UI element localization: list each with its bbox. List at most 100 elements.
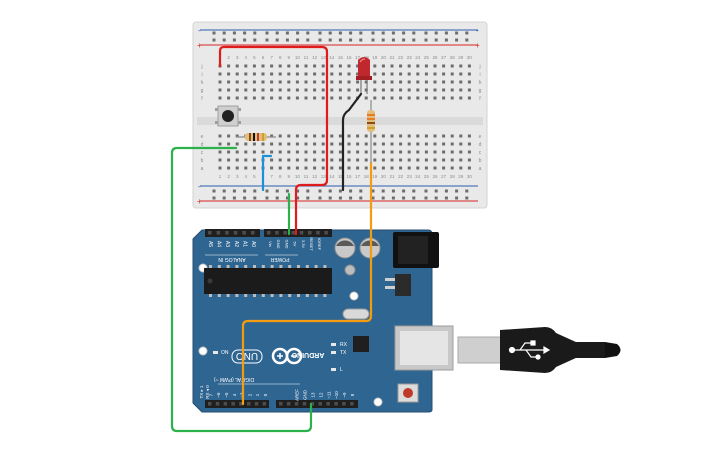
- terminal-hole[interactable]: [313, 72, 317, 76]
- rail-hole[interactable]: [444, 196, 448, 200]
- terminal-hole[interactable]: [227, 150, 231, 154]
- rail-hole[interactable]: [328, 189, 332, 193]
- rail-hole[interactable]: [359, 189, 363, 193]
- terminal-hole[interactable]: [261, 96, 265, 100]
- terminal-hole[interactable]: [424, 96, 428, 100]
- terminal-hole[interactable]: [347, 134, 351, 138]
- terminal-hole[interactable]: [287, 142, 291, 146]
- terminal-hole[interactable]: [356, 64, 360, 68]
- terminal-hole[interactable]: [399, 134, 403, 138]
- terminal-hole[interactable]: [424, 134, 428, 138]
- terminal-hole[interactable]: [364, 158, 368, 162]
- terminal-hole[interactable]: [235, 158, 239, 162]
- header-pin[interactable]: [208, 231, 212, 235]
- rail-hole[interactable]: [412, 196, 416, 200]
- pushbutton-icon[interactable]: [215, 105, 241, 127]
- terminal-hole[interactable]: [330, 72, 334, 76]
- header-pin[interactable]: [254, 402, 259, 406]
- terminal-hole[interactable]: [442, 142, 446, 146]
- header-pin[interactable]: [279, 402, 283, 406]
- terminal-hole[interactable]: [450, 96, 454, 100]
- terminal-hole[interactable]: [356, 134, 360, 138]
- terminal-hole[interactable]: [390, 72, 394, 76]
- rail-hole[interactable]: [212, 196, 216, 200]
- terminal-hole[interactable]: [356, 72, 360, 76]
- terminal-hole[interactable]: [304, 166, 308, 170]
- terminal-hole[interactable]: [261, 88, 265, 92]
- rail-hole[interactable]: [243, 31, 247, 35]
- terminal-hole[interactable]: [381, 64, 385, 68]
- terminal-hole[interactable]: [356, 88, 360, 92]
- rail-hole[interactable]: [424, 38, 428, 42]
- terminal-hole[interactable]: [467, 134, 471, 138]
- terminal-hole[interactable]: [356, 150, 360, 154]
- terminal-hole[interactable]: [270, 166, 274, 170]
- header-pin[interactable]: [225, 231, 229, 235]
- rail-hole[interactable]: [465, 38, 469, 42]
- terminal-hole[interactable]: [304, 88, 308, 92]
- terminal-hole[interactable]: [287, 150, 291, 154]
- header-pin[interactable]: [334, 402, 338, 406]
- terminal-hole[interactable]: [381, 150, 385, 154]
- terminal-hole[interactable]: [295, 158, 299, 162]
- rail-hole[interactable]: [371, 31, 375, 35]
- terminal-hole[interactable]: [330, 88, 334, 92]
- terminal-hole[interactable]: [295, 96, 299, 100]
- terminal-hole[interactable]: [433, 80, 437, 84]
- terminal-hole[interactable]: [459, 150, 463, 154]
- terminal-hole[interactable]: [218, 72, 222, 76]
- rail-hole[interactable]: [391, 31, 395, 35]
- rail-hole[interactable]: [328, 31, 332, 35]
- rail-hole[interactable]: [222, 189, 226, 193]
- terminal-hole[interactable]: [330, 142, 334, 146]
- rail-hole[interactable]: [391, 38, 395, 42]
- rail-hole[interactable]: [338, 189, 342, 193]
- terminal-hole[interactable]: [295, 64, 299, 68]
- terminal-hole[interactable]: [390, 64, 394, 68]
- terminal-hole[interactable]: [252, 64, 256, 68]
- rail-hole[interactable]: [318, 31, 322, 35]
- terminal-hole[interactable]: [399, 88, 403, 92]
- terminal-hole[interactable]: [450, 88, 454, 92]
- terminal-hole[interactable]: [416, 88, 420, 92]
- terminal-hole[interactable]: [390, 88, 394, 92]
- rail-hole[interactable]: [318, 189, 322, 193]
- header-pin[interactable]: [239, 402, 243, 406]
- terminal-hole[interactable]: [399, 158, 403, 162]
- terminal-hole[interactable]: [347, 64, 351, 68]
- rail-hole[interactable]: [285, 31, 289, 35]
- rail-hole[interactable]: [306, 31, 310, 35]
- rail-hole[interactable]: [243, 189, 247, 193]
- terminal-hole[interactable]: [313, 64, 317, 68]
- terminal-hole[interactable]: [347, 150, 351, 154]
- terminal-hole[interactable]: [261, 142, 265, 146]
- rail-hole[interactable]: [253, 31, 257, 35]
- rail-hole[interactable]: [381, 31, 385, 35]
- rail-hole[interactable]: [253, 189, 257, 193]
- terminal-hole[interactable]: [252, 150, 256, 154]
- terminal-hole[interactable]: [244, 142, 248, 146]
- rail-hole[interactable]: [381, 189, 385, 193]
- header-pin[interactable]: [233, 231, 238, 235]
- rail-hole[interactable]: [455, 196, 459, 200]
- terminal-hole[interactable]: [227, 142, 231, 146]
- terminal-hole[interactable]: [321, 150, 325, 154]
- terminal-hole[interactable]: [278, 158, 282, 162]
- terminal-hole[interactable]: [218, 158, 222, 162]
- rail-hole[interactable]: [349, 31, 353, 35]
- terminal-hole[interactable]: [278, 96, 282, 100]
- terminal-hole[interactable]: [381, 142, 385, 146]
- terminal-hole[interactable]: [295, 166, 299, 170]
- rail-hole[interactable]: [412, 189, 416, 193]
- rail-hole[interactable]: [455, 31, 459, 35]
- terminal-hole[interactable]: [399, 72, 403, 76]
- header-pin[interactable]: [208, 402, 212, 406]
- rail-hole[interactable]: [434, 196, 438, 200]
- terminal-hole[interactable]: [235, 142, 239, 146]
- terminal-hole[interactable]: [313, 150, 317, 154]
- terminal-hole[interactable]: [244, 80, 248, 84]
- terminal-hole[interactable]: [227, 158, 231, 162]
- rail-hole[interactable]: [222, 196, 226, 200]
- terminal-hole[interactable]: [330, 64, 334, 68]
- terminal-hole[interactable]: [433, 158, 437, 162]
